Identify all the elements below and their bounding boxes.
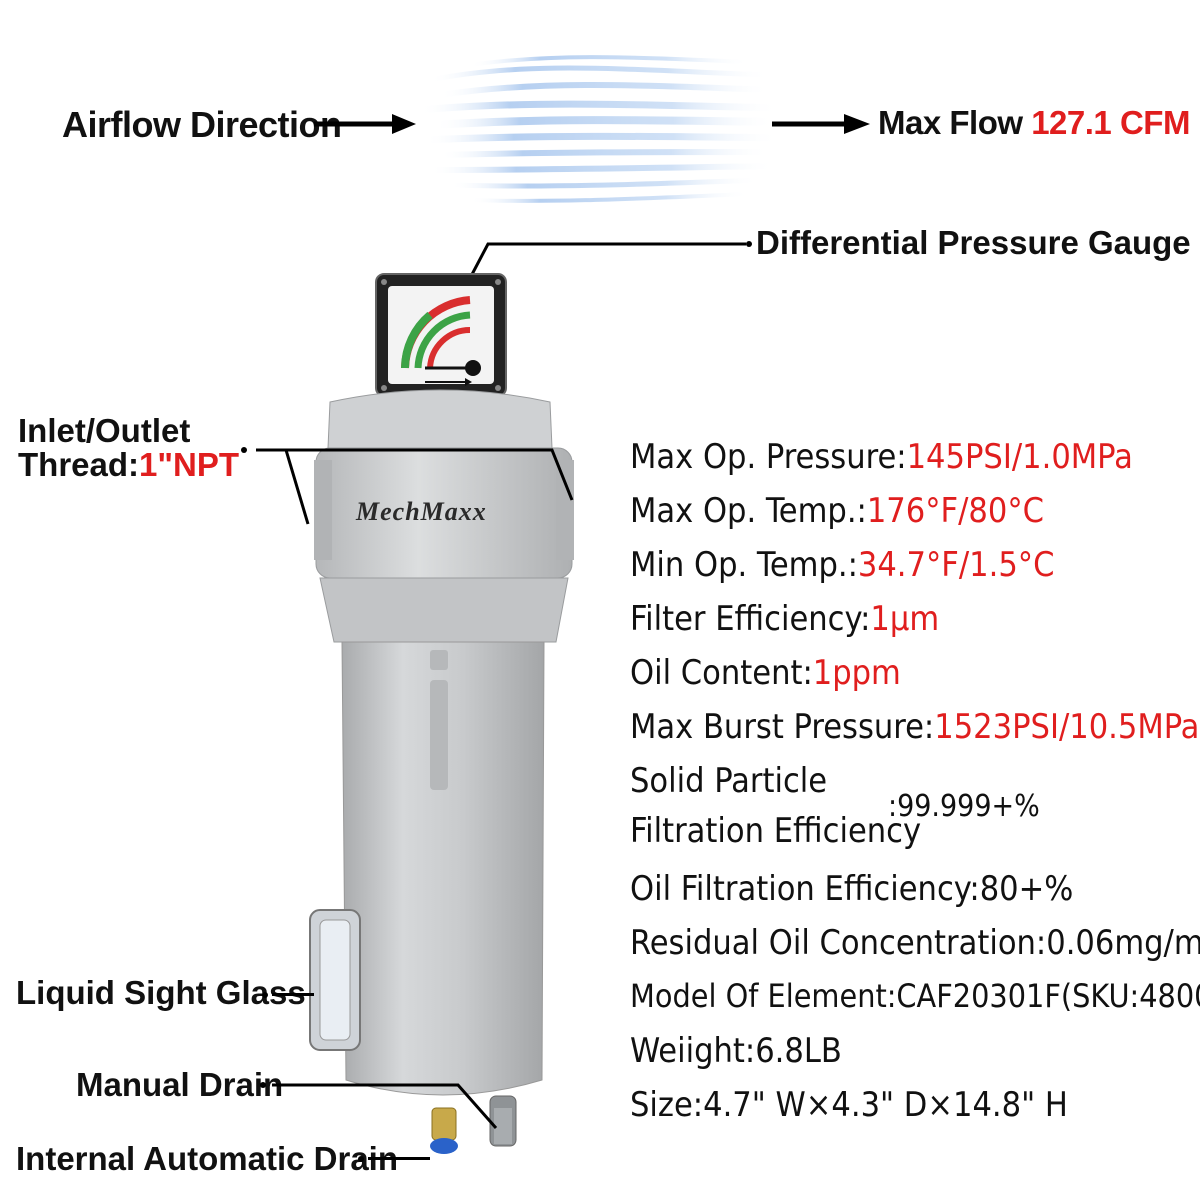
spec-max-temp: Max Op. Temp.:176°F/80°C — [630, 494, 1044, 528]
filter-product-image — [309, 273, 574, 1154]
manual-drain-callout-line — [272, 1083, 498, 1129]
auto-drain-callout-line — [368, 1157, 430, 1160]
airflow-wisps-graphic — [416, 55, 784, 203]
thread-size-value: 1"NPT — [139, 446, 240, 483]
spec-burst-pressure: Max Burst Pressure:1523PSI/10.5MPa — [630, 710, 1199, 744]
thread-line1: Inlet/Outlet — [18, 412, 191, 449]
spec-max-temp-label: Max Op. Temp.: — [630, 491, 867, 531]
spec-residual-oil: Residual Oil Concentration:0.06mg/m³ — [630, 923, 1200, 963]
spec-weight: Weiight:6.8LB — [630, 1031, 842, 1071]
spec-filter-efficiency: Filter Efficiency:1μm — [630, 602, 939, 636]
spec-oil-content-value: 1ppm — [812, 653, 901, 693]
max-flow-value: 127.1 CFM — [1031, 104, 1190, 141]
spec-min-temp-value: 34.7°F/1.5°C — [857, 545, 1055, 585]
spec-max-temp-value: 176°F/80°C — [866, 491, 1044, 531]
spec-solid-line2: Filtration Efficiency — [630, 811, 922, 851]
thread-callout-line — [241, 447, 574, 525]
sight-glass-callout-line — [272, 993, 314, 996]
auto-drain-callout-dot — [358, 1156, 364, 1162]
gauge-callout-line — [466, 241, 752, 283]
max-flow-text: Max Flow — [878, 104, 1023, 141]
sight-glass-callout-dot — [262, 992, 268, 998]
thread-callout-label: Inlet/Outlet Thread:1"NPT — [18, 414, 239, 482]
gauge-callout-label: Differential Pressure Gauge — [756, 224, 1191, 261]
thread-line2: Thread:1"NPT — [18, 448, 239, 482]
spec-min-temp-label: Min Op. Temp.: — [630, 545, 858, 585]
spec-model: Model Of Element:CAF20301F(SKU:480072) — [630, 977, 1200, 1015]
spec-max-pressure-value: 145PSI/1.0MPa — [906, 437, 1133, 477]
airflow-direction-label: Airflow Direction — [62, 104, 342, 145]
spec-burst-pressure-value: 1523PSI/10.5MPa — [934, 707, 1200, 747]
spec-filter-efficiency-value: 1μm — [870, 599, 940, 639]
spec-min-temp: Min Op. Temp.:34.7°F/1.5°C — [630, 548, 1054, 582]
max-flow-label: Max Flow 127.1 CFM — [878, 104, 1190, 142]
spec-filter-efficiency-label: Filter Efficiency: — [630, 599, 871, 639]
airflow-arrow-right — [772, 114, 870, 134]
spec-oil-content: Oil Content:1ppm — [630, 656, 901, 690]
spec-oil-filtration: Oil Filtration Efficiency:80+% — [630, 869, 1074, 909]
manual-drain-callout-label: Manual Drain — [76, 1066, 284, 1103]
spec-size: Size:4.7" W×4.3" D×14.8" H — [630, 1085, 1068, 1125]
thread-line2-label: Thread: — [18, 446, 140, 483]
spec-burst-pressure-label: Max Burst Pressure: — [630, 707, 935, 747]
spec-max-pressure: Max Op. Pressure:145PSI/1.0MPa — [630, 440, 1133, 474]
brand-logo: MechMaxx — [356, 497, 487, 526]
auto-drain-callout-label: Internal Automatic Drain — [16, 1140, 398, 1177]
manual-drain-callout-dot — [260, 1082, 266, 1088]
sight-glass-callout-label: Liquid Sight Glass — [16, 974, 306, 1011]
spec-solid-line1: Solid Particle — [630, 761, 828, 801]
spec-max-pressure-label: Max Op. Pressure: — [630, 437, 907, 477]
airflow-arrow-left — [314, 114, 416, 134]
spec-solid-value: :99.999+% — [888, 789, 1040, 824]
spec-oil-content-label: Oil Content: — [630, 653, 813, 693]
